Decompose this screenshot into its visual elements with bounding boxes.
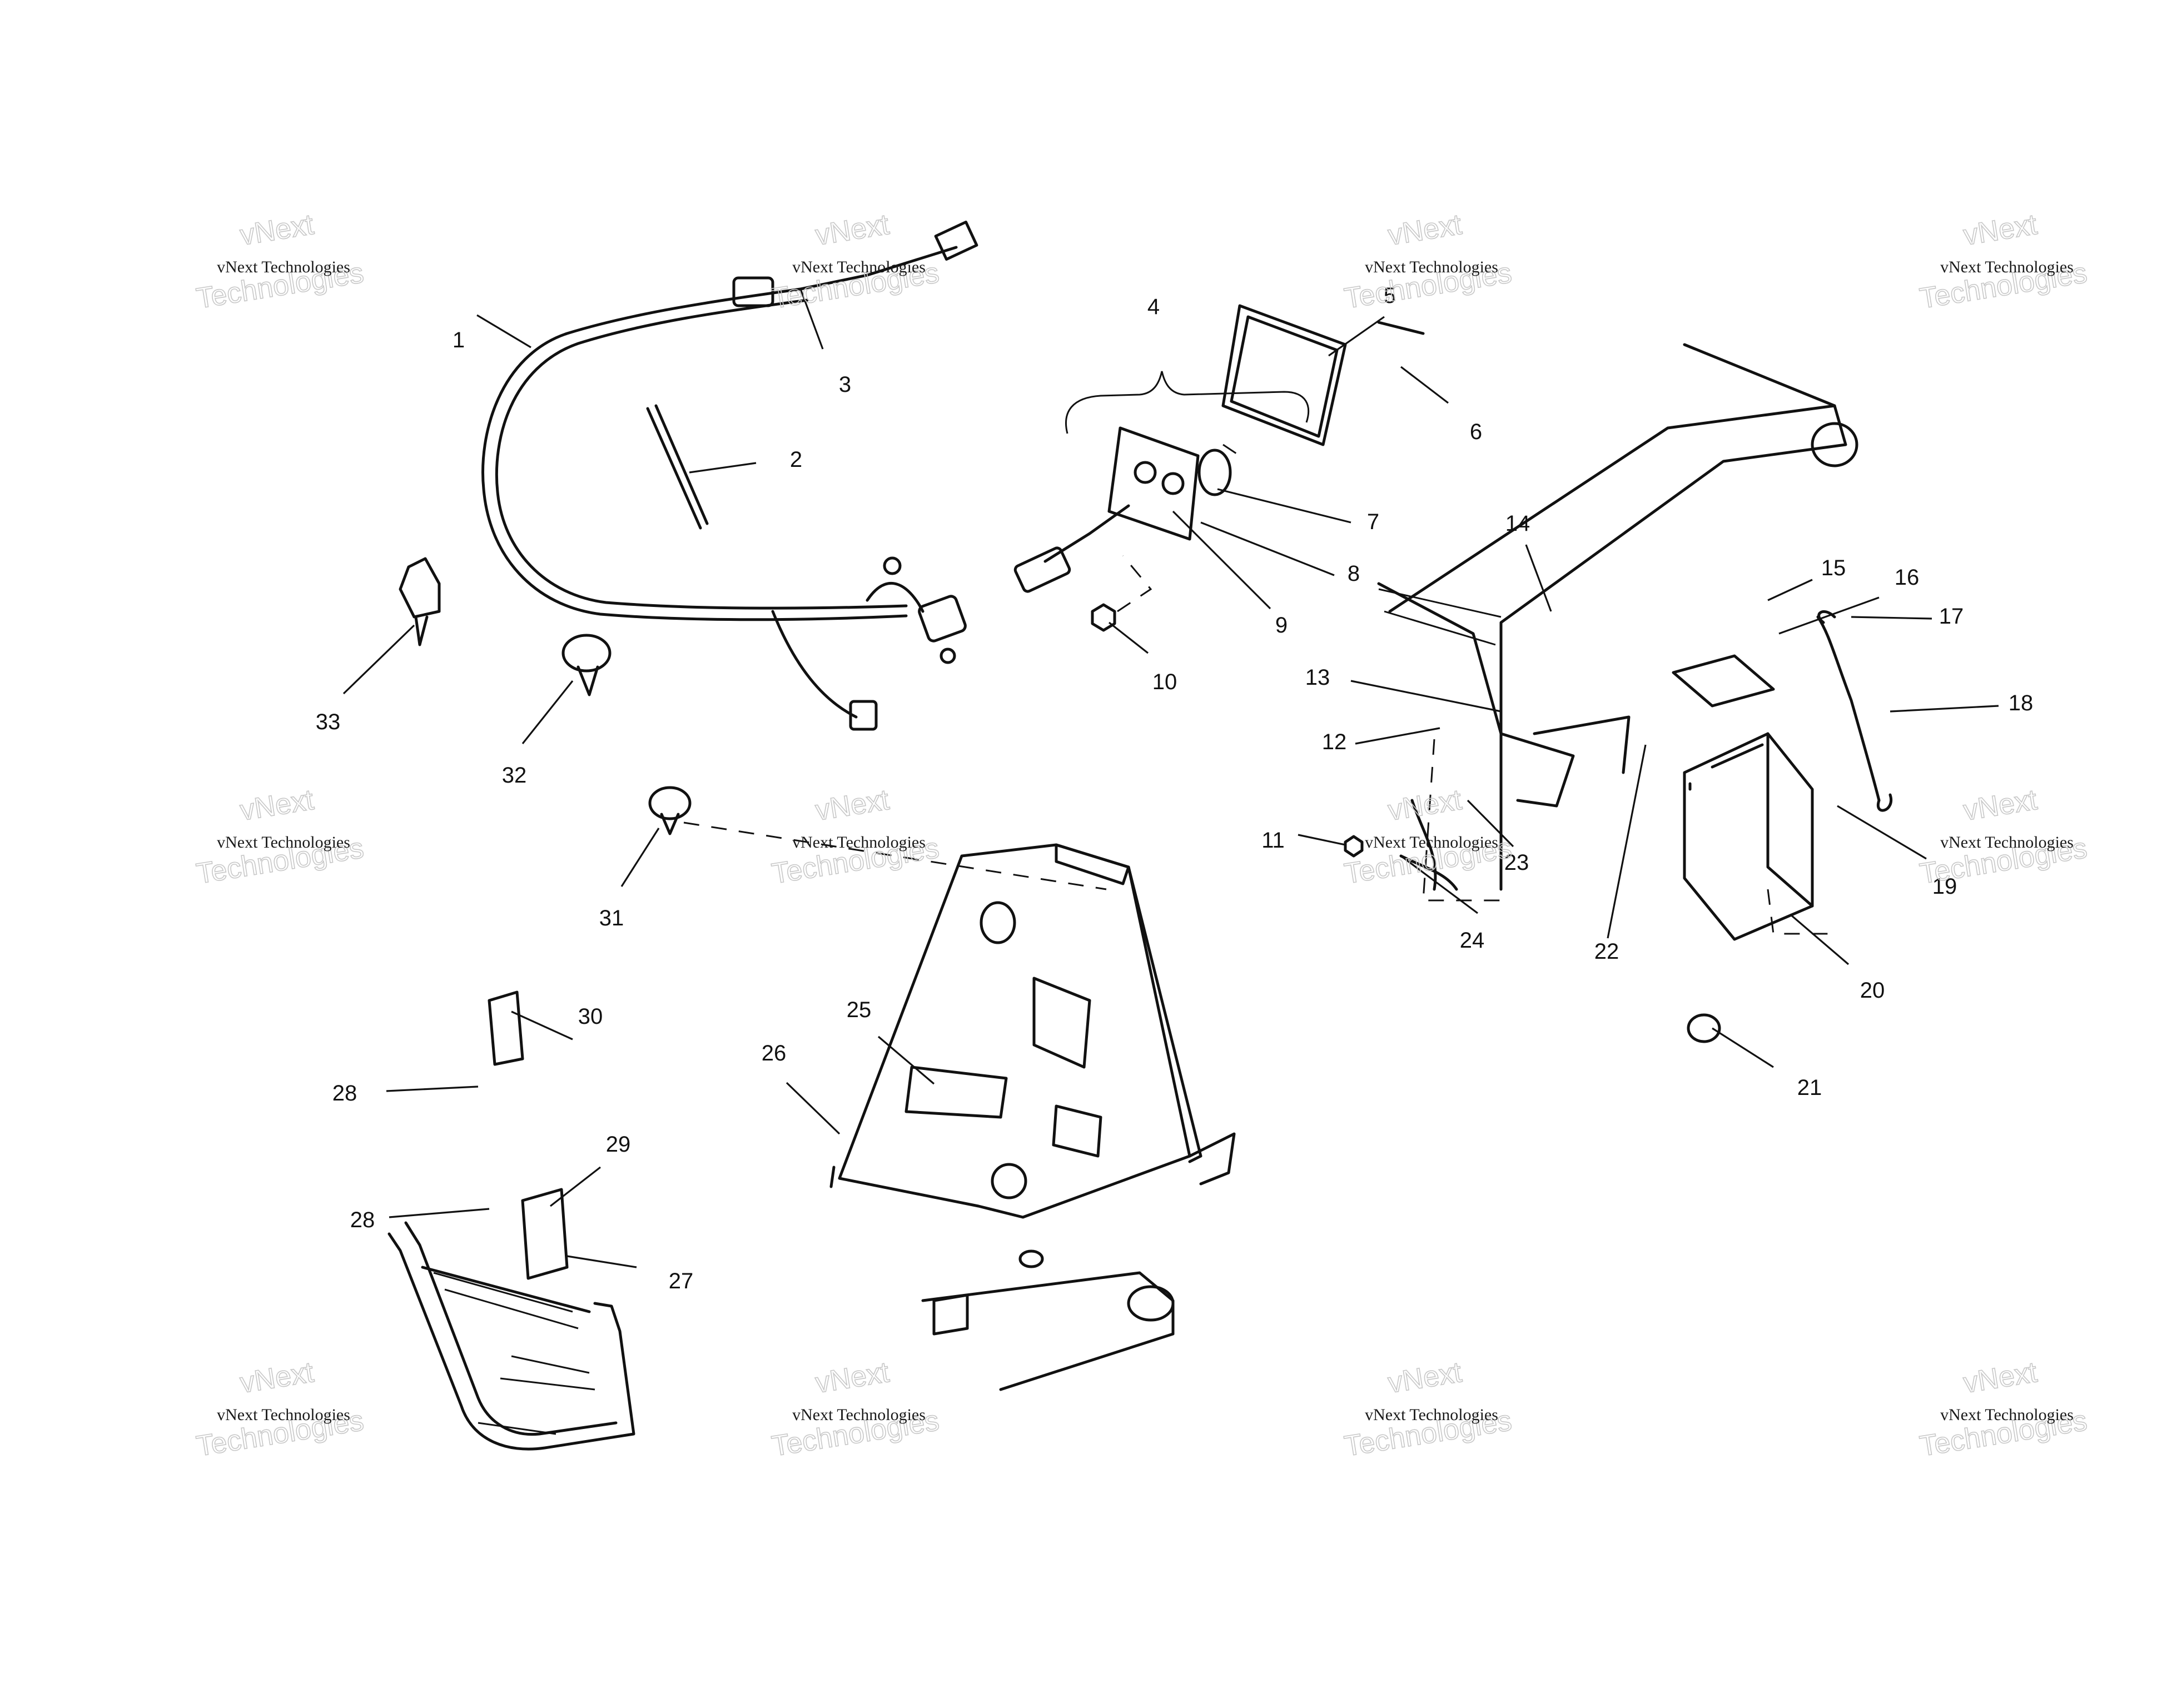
callout-31[interactable]: 31 (599, 906, 624, 930)
watermark-tile-1: vNext Technologies vNext Technologies (193, 208, 366, 315)
callout-19[interactable]: 19 (1932, 874, 1957, 899)
frame-battery-box (1344, 343, 1893, 1043)
callout-4[interactable]: 4 (1147, 295, 1160, 319)
harness-grommet (561, 634, 612, 696)
svg-text:vNext: vNext (1386, 784, 1464, 827)
callout-20[interactable]: 20 (1860, 978, 1885, 1003)
watermark-tile-2: vNext Technologies vNext Technologies (769, 208, 941, 315)
callout-12[interactable]: 12 (1322, 730, 1347, 754)
svg-text:vNext: vNext (813, 208, 892, 252)
callout-11[interactable]: 11 (1261, 828, 1285, 853)
callout-1[interactable]: 1 (453, 328, 465, 352)
svg-text:vNext Technologies: vNext Technologies (217, 258, 350, 276)
taillight-assembly (1013, 304, 1425, 632)
watermark-tile-6: vNext Technologies vNext Technologies (769, 783, 941, 890)
callout-24[interactable]: 24 (1460, 928, 1485, 953)
svg-text:vNext: vNext (1961, 208, 2040, 252)
svg-text:vNext: vNext (238, 208, 316, 252)
svg-text:vNext: vNext (1961, 784, 2040, 827)
callout-13[interactable]: 13 (1305, 665, 1330, 690)
watermark-tile-3: vNext Technologies vNext Technologies (1341, 208, 1514, 315)
watermark-tile-8: vNext Technologies vNext Technologies (1917, 783, 2089, 890)
wiring-harness (481, 220, 978, 731)
callout-29[interactable]: 29 (606, 1132, 631, 1157)
svg-text:vNext Technologies: vNext Technologies (792, 258, 926, 276)
callout-18[interactable]: 18 (2009, 691, 2034, 715)
callout-28-lower[interactable]: 28 (350, 1208, 375, 1232)
callout-28-upper[interactable]: 28 (332, 1081, 357, 1106)
callout-7[interactable]: 7 (1367, 510, 1379, 534)
callout-30[interactable]: 30 (578, 1004, 603, 1029)
callout-numbers: 1 2 3 4 5 6 7 8 9 10 11 12 13 14 15 16 1… (316, 283, 2034, 1293)
callout-26[interactable]: 26 (762, 1041, 787, 1065)
callout-2[interactable]: 2 (790, 447, 802, 472)
callout-16[interactable]: 16 (1895, 565, 1920, 590)
watermark-tile-10: vNext Technologies vNext Technologies (769, 1356, 941, 1463)
watermark-tile-7: vNext Technologies vNext Technologies (1341, 783, 1514, 890)
callout-6[interactable]: 6 (1470, 420, 1482, 444)
callout-3[interactable]: 3 (839, 372, 851, 397)
svg-text:vNext Technologies: vNext Technologies (217, 1406, 350, 1424)
assembly-line-bracket (1222, 444, 1240, 457)
watermark-tile-4: vNext Technologies vNext Technologies (1917, 208, 2089, 315)
callout-9[interactable]: 9 (1275, 613, 1288, 638)
connector-clip (399, 557, 441, 646)
svg-text:vNext: vNext (238, 1356, 316, 1400)
svg-text:vNext Technologies: vNext Technologies (1365, 258, 1498, 276)
callout-10[interactable]: 10 (1152, 670, 1177, 694)
svg-text:vNext: vNext (1961, 1356, 2040, 1400)
svg-text:vNext Technologies: vNext Technologies (1940, 258, 2074, 276)
watermark-tile-12: vNext Technologies vNext Technologies (1917, 1356, 2089, 1463)
svg-text:vNext Technologies: vNext Technologies (1365, 1406, 1498, 1424)
callout-23[interactable]: 23 (1504, 850, 1529, 875)
harness-grommet-lower (648, 786, 692, 835)
assembly-line-battery (1767, 889, 1835, 935)
svg-text:vNext: vNext (1386, 208, 1464, 252)
callout-17[interactable]: 17 (1939, 604, 1964, 629)
callout-33[interactable]: 33 (316, 710, 341, 734)
watermark-tile-5: vNext Technologies vNext Technologies (193, 783, 366, 890)
callout-32[interactable]: 32 (502, 763, 527, 788)
svg-text:vNext: vNext (1386, 1356, 1464, 1400)
watermark-tile-9: vNext Technologies vNext Technologies (193, 1356, 366, 1463)
callout-25[interactable]: 25 (847, 998, 872, 1022)
svg-text:vNext Technologies: vNext Technologies (1940, 1406, 2074, 1424)
svg-text:vNext: vNext (813, 1356, 892, 1400)
svg-text:vNext: vNext (238, 784, 316, 827)
callout-21[interactable]: 21 (1797, 1075, 1822, 1100)
rear-bumper-flap (387, 990, 635, 1451)
svg-text:vNext Technologies: vNext Technologies (792, 833, 926, 851)
callout-22[interactable]: 22 (1594, 939, 1619, 964)
svg-text:vNext Technologies: vNext Technologies (1365, 833, 1498, 851)
callout-27[interactable]: 27 (669, 1269, 694, 1293)
svg-text:vNext: vNext (813, 784, 892, 827)
callout-leaders (342, 288, 1999, 1268)
svg-text:vNext Technologies: vNext Technologies (217, 833, 350, 851)
assembly-line-nut (1117, 555, 1152, 613)
callout-8[interactable]: 8 (1348, 561, 1360, 586)
watermark-tile-11: vNext Technologies vNext Technologies (1341, 1356, 1514, 1463)
svg-text:vNext Technologies: vNext Technologies (1940, 833, 2074, 851)
callout-5[interactable]: 5 (1384, 283, 1396, 308)
svg-text:vNext Technologies: vNext Technologies (792, 1406, 926, 1424)
callout-15[interactable]: 15 (1821, 556, 1846, 580)
cable-tie (646, 404, 709, 530)
callout-14[interactable]: 14 (1505, 511, 1530, 536)
rear-mount-panel (829, 843, 1236, 1391)
